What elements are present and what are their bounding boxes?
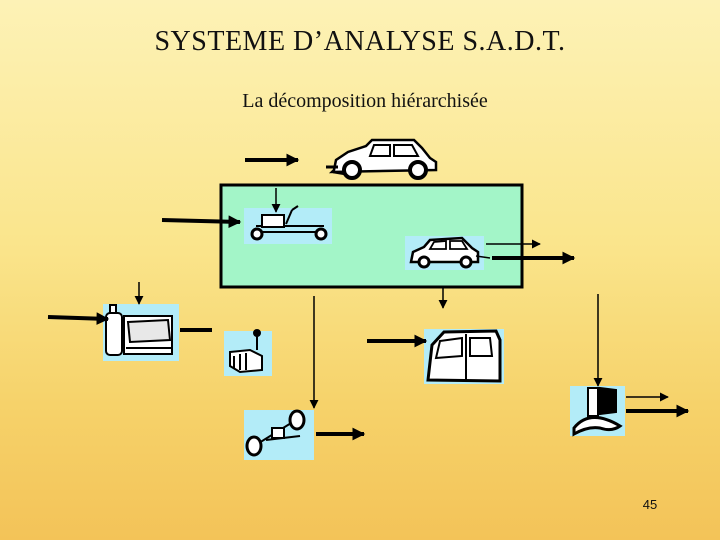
- gearbox-icon: [229, 329, 263, 374]
- engine-block-icon: [105, 304, 173, 356]
- axle-wheels-icon: [245, 409, 306, 457]
- chassis-frame-icon: [250, 205, 328, 241]
- seat-icon: [572, 386, 623, 437]
- arrow-body-small: [475, 255, 491, 259]
- slide-subtitle: La décomposition hiérarchisée: [242, 90, 488, 112]
- door-panel-icon: [426, 329, 502, 383]
- slide-title: SYSTEME D’ANALYSE S.A.D.T.: [154, 26, 566, 57]
- arrow-engine-input: [47, 312, 110, 326]
- arrow-main-input: [161, 215, 242, 229]
- car-body-icon: [409, 236, 480, 269]
- arrows: [47, 153, 690, 441]
- page-number: 45: [642, 497, 658, 512]
- vintage-car-icon: [326, 138, 438, 180]
